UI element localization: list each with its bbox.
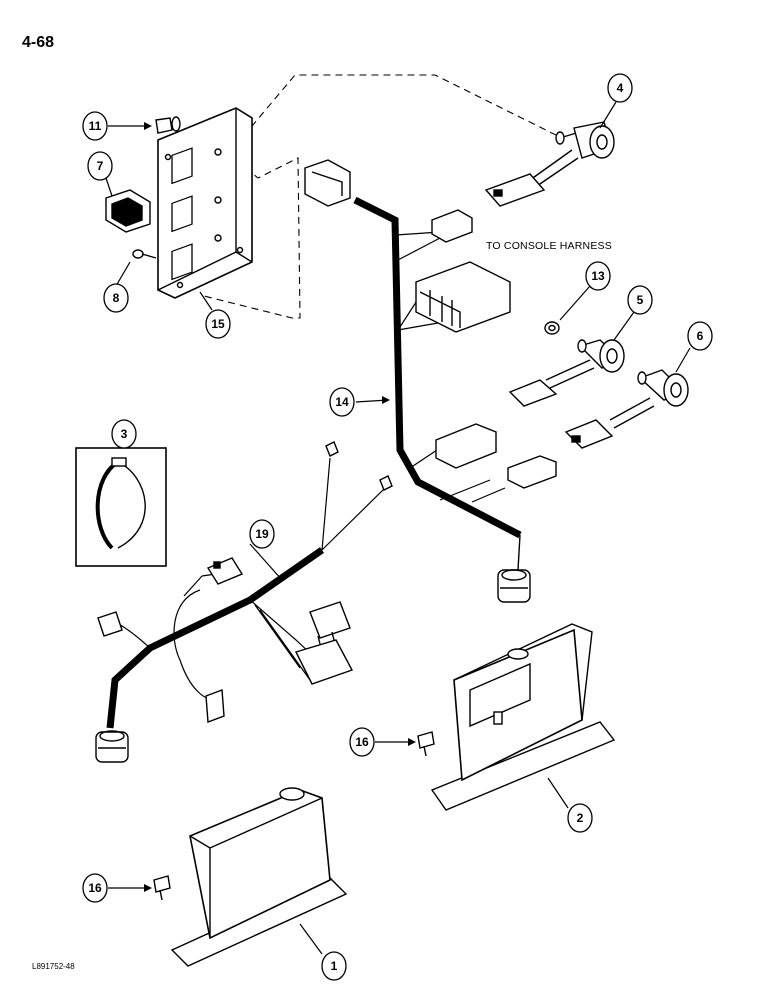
callout-circles [82, 73, 713, 981]
control-module-2 [430, 623, 616, 811]
callout-8 [103, 283, 129, 313]
harness-top-connector [304, 159, 351, 207]
switch-panel [157, 107, 253, 299]
callout-label-2: 2 [577, 811, 584, 825]
callout-label-16b: 16 [88, 881, 102, 895]
callout-label-7: 7 [97, 159, 104, 173]
figure-code: L891752-48 [32, 962, 75, 971]
harness-round-plug [497, 569, 531, 603]
callout-6 [687, 321, 713, 351]
callout-labels: 4 11 7 8 15 13 5 6 14 3 19 16 2 16 1 [88, 81, 703, 973]
callout-label-1: 1 [331, 959, 338, 973]
solenoid-coil-5 [508, 339, 625, 407]
control-module-1 [170, 787, 348, 967]
callout-14 [329, 387, 355, 417]
knob-11 [155, 116, 181, 134]
harness-19 [106, 457, 386, 729]
small-connector [431, 209, 473, 243]
callout-3 [111, 419, 137, 449]
callout-2 [567, 803, 593, 833]
cable-tie-box-3 [75, 447, 167, 567]
arrowheads [144, 122, 416, 892]
callout-label-4: 4 [617, 81, 624, 95]
callout-label-13: 13 [591, 269, 605, 283]
callout-label-16a: 16 [355, 735, 369, 749]
page-number: 4-68 [22, 34, 55, 51]
multi-pin-connector [415, 261, 511, 333]
lower-left-connector [435, 423, 497, 469]
screw-8 [132, 249, 157, 259]
callout-label-3: 3 [121, 427, 128, 441]
callout-11 [82, 111, 108, 141]
callout-15 [205, 309, 231, 339]
callout-16b [82, 873, 108, 903]
solenoid-coil-6 [564, 369, 689, 449]
callout-7 [87, 151, 113, 181]
callout-1 [321, 951, 347, 981]
callout-label-19: 19 [255, 527, 269, 541]
callout-5 [627, 285, 653, 315]
callout-13 [585, 261, 611, 291]
main-harness [353, 196, 522, 571]
callout-label-15: 15 [211, 317, 225, 331]
callout-label-8: 8 [113, 291, 120, 305]
callout-4 [607, 73, 633, 103]
callout-label-11: 11 [89, 119, 102, 133]
lower-right-connector [507, 455, 557, 489]
rocker-switch-7 [105, 189, 151, 233]
callout-16a [349, 727, 375, 757]
screws-16 [153, 731, 435, 901]
callout-label-6: 6 [697, 329, 704, 343]
solenoid-coil-4 [484, 121, 615, 207]
console-harness-label: TO CONSOLE HARNESS [486, 240, 612, 252]
callout-label-5: 5 [637, 293, 644, 307]
washer-13 [544, 321, 560, 335]
callout-label-14: 14 [335, 395, 349, 409]
dashed-assembly-line [199, 74, 563, 319]
harness-19-parts [95, 441, 393, 763]
callout-19 [249, 519, 275, 549]
